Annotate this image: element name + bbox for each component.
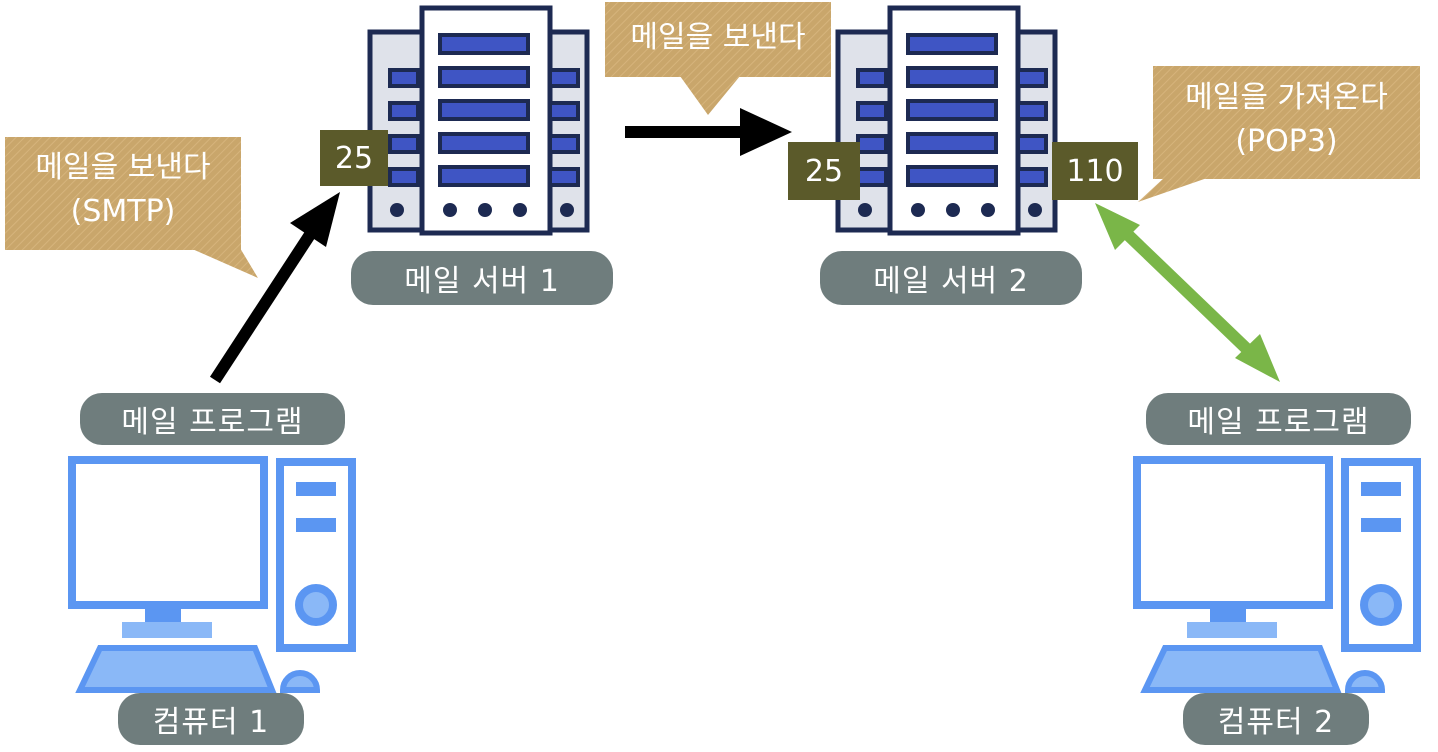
arrow-server2-client2-bidirectional <box>1095 203 1280 382</box>
callout-pop3-line1: 메일을 가져온다 <box>1185 80 1388 115</box>
callout-pop3-bubble <box>1138 66 1420 202</box>
server-1-port-25: 25 <box>320 130 388 186</box>
computer-1-icon <box>68 456 356 693</box>
arrow-server1-to-server2 <box>625 108 792 156</box>
callout-smtp-line1: 메일을 보낸다 <box>35 150 211 185</box>
callout-smtp-text: 메일을 보낸다 (SMTP) <box>5 146 241 234</box>
server-1-label: 메일 서버 1 <box>351 251 613 305</box>
server-2-label: 메일 서버 2 <box>820 251 1082 305</box>
callout-smtp-line2: (SMTP) <box>70 194 176 229</box>
server-2-port-25: 25 <box>788 142 860 200</box>
callout-relay-line1: 메일을 보낸다 <box>630 20 806 55</box>
computer-2-icon <box>1133 456 1421 693</box>
client-2-program-label: 메일 프로그램 <box>1146 393 1411 445</box>
callout-smtp-bubble <box>5 137 258 278</box>
computer-1-label: 컴퓨터 1 <box>118 693 304 745</box>
server-1-icon <box>367 5 590 236</box>
server-2-port-110: 110 <box>1052 142 1138 200</box>
callout-relay-bubble <box>605 2 831 115</box>
arrow-client1-to-server1 <box>209 192 340 384</box>
client-1-program-label: 메일 프로그램 <box>80 393 345 445</box>
server-2-icon <box>835 5 1058 236</box>
callout-pop3-line2: (POP3) <box>1235 124 1338 159</box>
callout-pop3-text: 메일을 가져온다 (POP3) <box>1153 76 1420 164</box>
computer-2-label: 컴퓨터 2 <box>1183 693 1369 745</box>
callout-relay-text: 메일을 보낸다 <box>605 16 831 60</box>
